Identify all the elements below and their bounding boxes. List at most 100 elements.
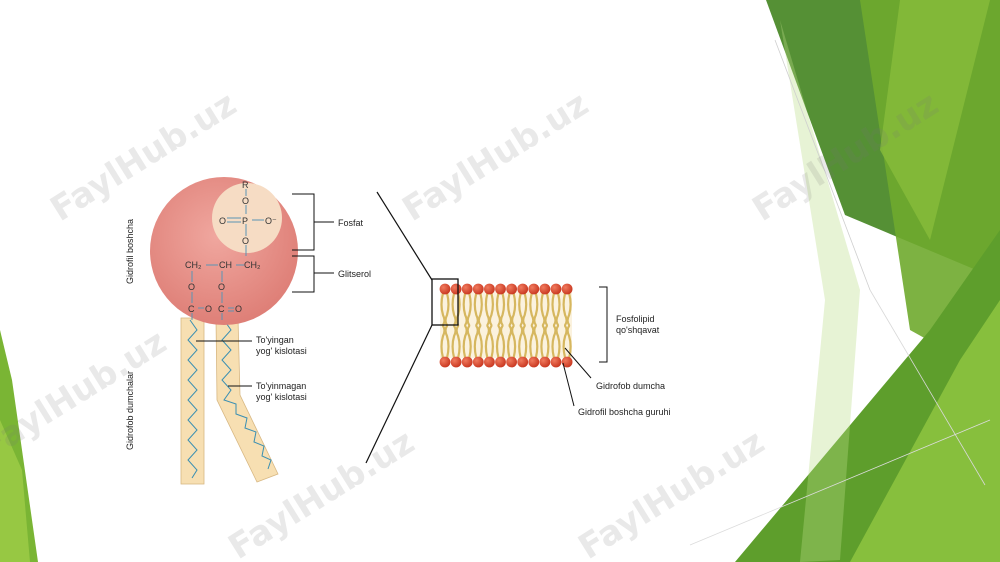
bilayer-tail bbox=[551, 324, 557, 360]
bilayer-head-bead bbox=[517, 356, 529, 368]
bilayer-tail bbox=[440, 324, 446, 360]
bilayer-tail bbox=[540, 291, 546, 327]
bilayer-tail bbox=[566, 324, 572, 360]
bilayer-tail bbox=[511, 324, 517, 360]
bilayer-head-bead bbox=[517, 283, 529, 295]
bilayer-head-bead bbox=[439, 356, 451, 368]
bilayer-head-bead bbox=[495, 283, 506, 295]
zoom-lines bbox=[365, 191, 433, 464]
bilayer-tail bbox=[518, 324, 524, 360]
bilayer-tail bbox=[555, 324, 561, 360]
bilayer-tail bbox=[484, 324, 490, 360]
bilayer-head-bead bbox=[506, 356, 517, 368]
atom-c1: C bbox=[188, 304, 195, 314]
bilayer-tail bbox=[562, 291, 568, 327]
hydrophobic-tail-label: Gidrofob dumcha bbox=[596, 381, 665, 391]
bilayer-head-bead bbox=[539, 283, 551, 295]
bilayer-tail bbox=[477, 324, 483, 360]
saturated-fatty-acid-label-2: yog' kislotasi bbox=[256, 346, 307, 356]
phosphate-disc bbox=[212, 183, 282, 253]
bilayer-tail bbox=[499, 324, 506, 360]
bilayer-head-bead bbox=[550, 283, 562, 295]
bilayer-tail bbox=[499, 291, 506, 327]
bilayer-tail bbox=[507, 324, 513, 360]
bilayer-head-bead bbox=[550, 356, 562, 368]
bilayer-tail bbox=[540, 324, 546, 360]
unsaturated-fatty-acid-label-1: To'yinmagan bbox=[256, 381, 306, 391]
bilayer-head-bead bbox=[439, 283, 451, 295]
bilayer-head-bead bbox=[450, 356, 462, 368]
watermark-2: FaylHub.uz bbox=[396, 84, 596, 230]
bilayer-head-bead bbox=[506, 283, 517, 295]
bilayer-tail bbox=[451, 291, 457, 327]
bilayer-tail bbox=[533, 291, 539, 327]
hydrophobic-tails-vertical-label: Gidrofob dumchalar bbox=[125, 371, 135, 450]
bilayer-tail bbox=[440, 291, 446, 327]
green-decoration-right bbox=[689, 0, 1000, 562]
atom-o-ester1: O bbox=[188, 282, 195, 292]
bilayer-core bbox=[440, 292, 572, 358]
atom-ch: CH bbox=[219, 260, 232, 270]
bilayer-head-bead bbox=[461, 356, 473, 368]
bilayer-tail bbox=[451, 324, 457, 360]
atom-ch2-right: CH₂ bbox=[244, 260, 261, 270]
atom-o-minus: O⁻ bbox=[265, 216, 277, 226]
bilayer-tail bbox=[529, 324, 535, 360]
bilayer-tail bbox=[533, 324, 539, 360]
saturated-tail-strip bbox=[180, 317, 205, 485]
green-decoration-left bbox=[0, 330, 38, 562]
bilayer-tail bbox=[562, 324, 568, 360]
bilayer-head-bead bbox=[450, 283, 462, 295]
hydrophilic-head-group-label: Gidrofil boshcha guruhi bbox=[578, 407, 671, 417]
bilayer-tail bbox=[462, 324, 468, 360]
bilayer-head-bead bbox=[484, 356, 495, 368]
phospholipid-bilayer bbox=[439, 283, 573, 368]
bilayer-tail bbox=[488, 324, 494, 360]
saturated-fatty-acid-label-1: To'yingan bbox=[256, 335, 294, 345]
hydrophilic-head-vertical-label: Gidrofil boshcha bbox=[125, 219, 135, 284]
bilayer-head-bead bbox=[528, 356, 540, 368]
watermark-4: FaylHub.uz bbox=[0, 322, 174, 468]
bilayer-tail bbox=[522, 324, 528, 360]
phospholipid-molecule: R O O P O⁻ O CH₂ CH CH₂ O O C O C O Fosf… bbox=[125, 177, 371, 485]
bilayer-head-bead bbox=[528, 283, 540, 295]
atom-o-left: O bbox=[219, 216, 226, 226]
atom-o-top: O bbox=[242, 196, 249, 206]
bilayer-head-bead bbox=[561, 283, 573, 295]
bilayer-tail bbox=[466, 324, 472, 360]
atom-ch2-left: CH₂ bbox=[185, 260, 202, 270]
bilayer-tail bbox=[551, 291, 557, 327]
bilayer-head-bead bbox=[561, 356, 573, 368]
bilayer-tail bbox=[544, 324, 550, 360]
bilayer-head-bead bbox=[495, 356, 506, 368]
bilayer-label-1: Fosfolipid bbox=[616, 314, 655, 324]
atom-c2: C bbox=[218, 304, 225, 314]
unsaturated-fatty-acid-label-2: yog' kislotasi bbox=[256, 392, 307, 402]
bilayer-tail bbox=[473, 324, 479, 360]
bilayer-tail bbox=[495, 324, 502, 360]
bilayer-tail bbox=[495, 291, 502, 327]
bilayer-tail bbox=[444, 324, 450, 360]
phosphate-label: Fosfat bbox=[338, 218, 364, 228]
bilayer-tail bbox=[444, 291, 450, 327]
bilayer-head-bead bbox=[461, 283, 473, 295]
atom-p: P bbox=[242, 216, 248, 226]
atom-o-bottom: O bbox=[242, 236, 249, 246]
bilayer-tail bbox=[466, 291, 472, 327]
bilayer-tail bbox=[566, 291, 572, 327]
bilayer-tail bbox=[511, 291, 517, 327]
atom-r: R bbox=[242, 180, 249, 190]
bilayer-tail bbox=[518, 291, 524, 327]
bilayer-tail bbox=[555, 291, 561, 327]
bilayer-head-bead bbox=[472, 356, 484, 368]
atom-o-ester2: O bbox=[218, 282, 225, 292]
bilayer-tail bbox=[522, 291, 528, 327]
bilayer-head-bead bbox=[484, 283, 495, 295]
bilayer-tail bbox=[462, 291, 468, 327]
bilayer-tail bbox=[484, 291, 490, 327]
glycerol-bracket bbox=[292, 255, 315, 293]
bilayer-bracket bbox=[599, 286, 608, 363]
bilayer-tail bbox=[488, 291, 494, 327]
bilayer-label-2: qo'shqavat bbox=[616, 325, 660, 335]
